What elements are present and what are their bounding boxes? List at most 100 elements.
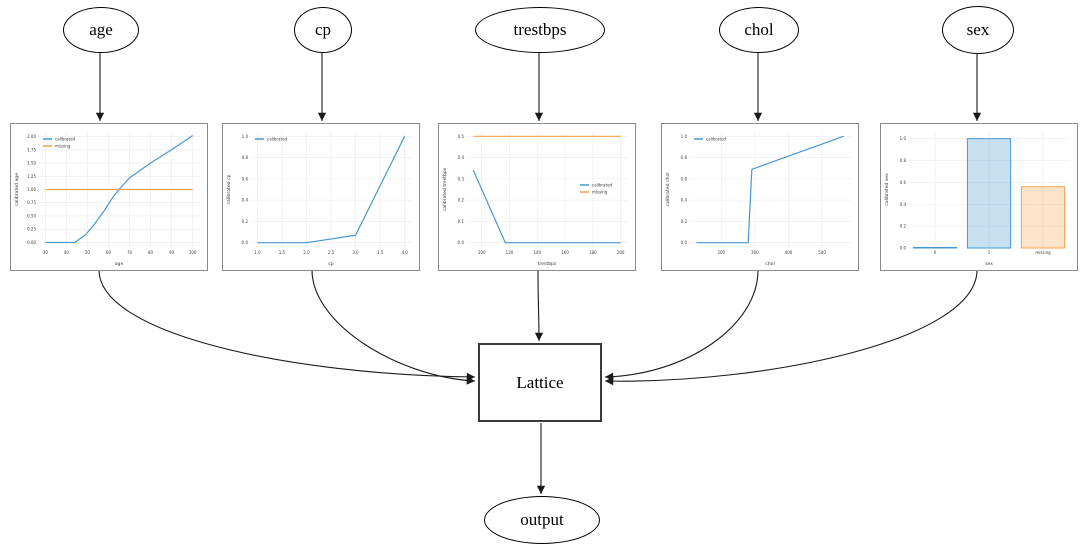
svg-text:0.2: 0.2 — [458, 198, 465, 203]
svg-text:calibrated trestbps: calibrated trestbps — [442, 167, 448, 211]
svg-text:calibrated chol: calibrated chol — [665, 172, 671, 206]
input-node-age: age — [63, 7, 139, 53]
calibration-chart-age: 30 40 50 60 70 80 90 100 0.00 0.25 0.50 0.75 1.00 1.2… — [11, 124, 207, 270]
svg-text:60: 60 — [106, 250, 112, 255]
svg-text:calibrated cp: calibrated cp — [226, 174, 232, 204]
input-node-sex-label: sex — [966, 20, 990, 39]
svg-text:500: 500 — [818, 250, 826, 255]
svg-text:120: 120 — [506, 250, 514, 255]
svg-text:180: 180 — [589, 250, 597, 255]
svg-text:2.5: 2.5 — [328, 250, 335, 255]
svg-text:4.0: 4.0 — [401, 250, 408, 255]
input-node-trestbps-label: trestbps — [513, 20, 567, 39]
svg-text:trestbps: trestbps — [538, 261, 557, 267]
svg-text:1.5: 1.5 — [279, 250, 286, 255]
input-node-chol: chol — [719, 7, 799, 53]
svg-text:0.3: 0.3 — [458, 176, 465, 181]
svg-text:0: 0 — [934, 250, 937, 255]
svg-text:0.5: 0.5 — [458, 134, 465, 139]
svg-text:0.0: 0.0 — [681, 240, 688, 245]
edge-age-to-lattice — [98, 269, 476, 382]
input-node-chol-label: chol — [744, 20, 774, 39]
svg-text:0.75: 0.75 — [27, 200, 36, 205]
input-node-age-label: age — [89, 20, 113, 39]
svg-text:0.4: 0.4 — [900, 202, 907, 207]
edge-cp-to-lattice — [311, 269, 476, 385]
svg-text:missing: missing — [55, 144, 71, 149]
svg-text:calibrated: calibrated — [706, 137, 727, 142]
svg-text:calibrated age: calibrated age — [14, 173, 20, 206]
svg-text:0.2: 0.2 — [242, 219, 249, 224]
svg-text:1.25: 1.25 — [27, 174, 36, 179]
svg-text:0.4: 0.4 — [681, 198, 688, 203]
input-node-cp-label: cp — [314, 20, 332, 39]
input-node-sex: sex — [942, 6, 1014, 54]
svg-text:3.5: 3.5 — [377, 250, 384, 255]
svg-text:2.00: 2.00 — [27, 134, 36, 139]
svg-text:0.8: 0.8 — [242, 155, 249, 160]
svg-text:0.6: 0.6 — [242, 176, 249, 181]
svg-text:100: 100 — [189, 250, 197, 255]
svg-text:1.0: 1.0 — [242, 134, 249, 139]
svg-text:90: 90 — [169, 250, 175, 255]
svg-text:40: 40 — [64, 250, 70, 255]
svg-text:3.0: 3.0 — [352, 250, 359, 255]
svg-text:calibrated: calibrated — [55, 137, 76, 142]
output-node: output — [484, 496, 600, 544]
svg-text:calibrated sex: calibrated sex — [884, 173, 890, 206]
svg-text:80: 80 — [148, 250, 154, 255]
svg-text:2.0: 2.0 — [303, 250, 310, 255]
lattice-node-label: Lattice — [516, 372, 564, 392]
svg-text:calibrated: calibrated — [592, 183, 613, 188]
svg-text:1.00: 1.00 — [27, 187, 36, 192]
svg-text:missing: missing — [1035, 250, 1051, 255]
lattice-node: Lattice — [478, 343, 602, 422]
svg-text:0.0: 0.0 — [242, 240, 249, 245]
svg-text:30: 30 — [43, 250, 49, 255]
svg-text:0.8: 0.8 — [900, 158, 907, 163]
svg-text:0.25: 0.25 — [27, 227, 36, 232]
svg-text:0.2: 0.2 — [681, 219, 688, 224]
svg-text:200: 200 — [617, 250, 625, 255]
svg-text:400: 400 — [785, 250, 793, 255]
svg-text:1: 1 — [988, 250, 991, 255]
svg-text:1.0: 1.0 — [254, 250, 261, 255]
svg-text:300: 300 — [751, 250, 759, 255]
svg-text:age: age — [115, 262, 124, 267]
svg-text:calibrated: calibrated — [267, 137, 288, 142]
svg-text:50: 50 — [85, 250, 91, 255]
svg-text:1.0: 1.0 — [681, 134, 688, 139]
svg-text:0.00: 0.00 — [27, 240, 36, 245]
input-node-cp: cp — [294, 7, 352, 53]
input-node-trestbps: trestbps — [475, 7, 605, 53]
svg-text:140: 140 — [533, 250, 541, 255]
svg-text:0.2: 0.2 — [900, 224, 907, 229]
svg-text:0.50: 0.50 — [27, 213, 36, 218]
svg-text:200: 200 — [717, 250, 725, 255]
output-node-label: output — [520, 510, 564, 529]
svg-text:70: 70 — [127, 250, 133, 255]
svg-text:sex: sex — [985, 262, 993, 267]
calibration-panel-age: 30 40 50 60 70 80 90 100 0.00 0.25 0.50 0.75 1.00 1.2… — [10, 123, 208, 271]
svg-text:1.75: 1.75 — [27, 147, 36, 152]
svg-text:0.6: 0.6 — [900, 180, 907, 185]
edge-chol-to-lattice — [604, 269, 759, 381]
svg-text:0.6: 0.6 — [681, 176, 688, 181]
svg-text:0.0: 0.0 — [900, 246, 907, 251]
svg-text:100: 100 — [478, 250, 486, 255]
svg-text:missing: missing — [592, 190, 608, 195]
svg-text:0.8: 0.8 — [681, 155, 688, 160]
svg-text:0.4: 0.4 — [458, 155, 465, 160]
edge-trestbps-to-lattice — [534, 269, 544, 342]
svg-text:160: 160 — [561, 250, 569, 255]
